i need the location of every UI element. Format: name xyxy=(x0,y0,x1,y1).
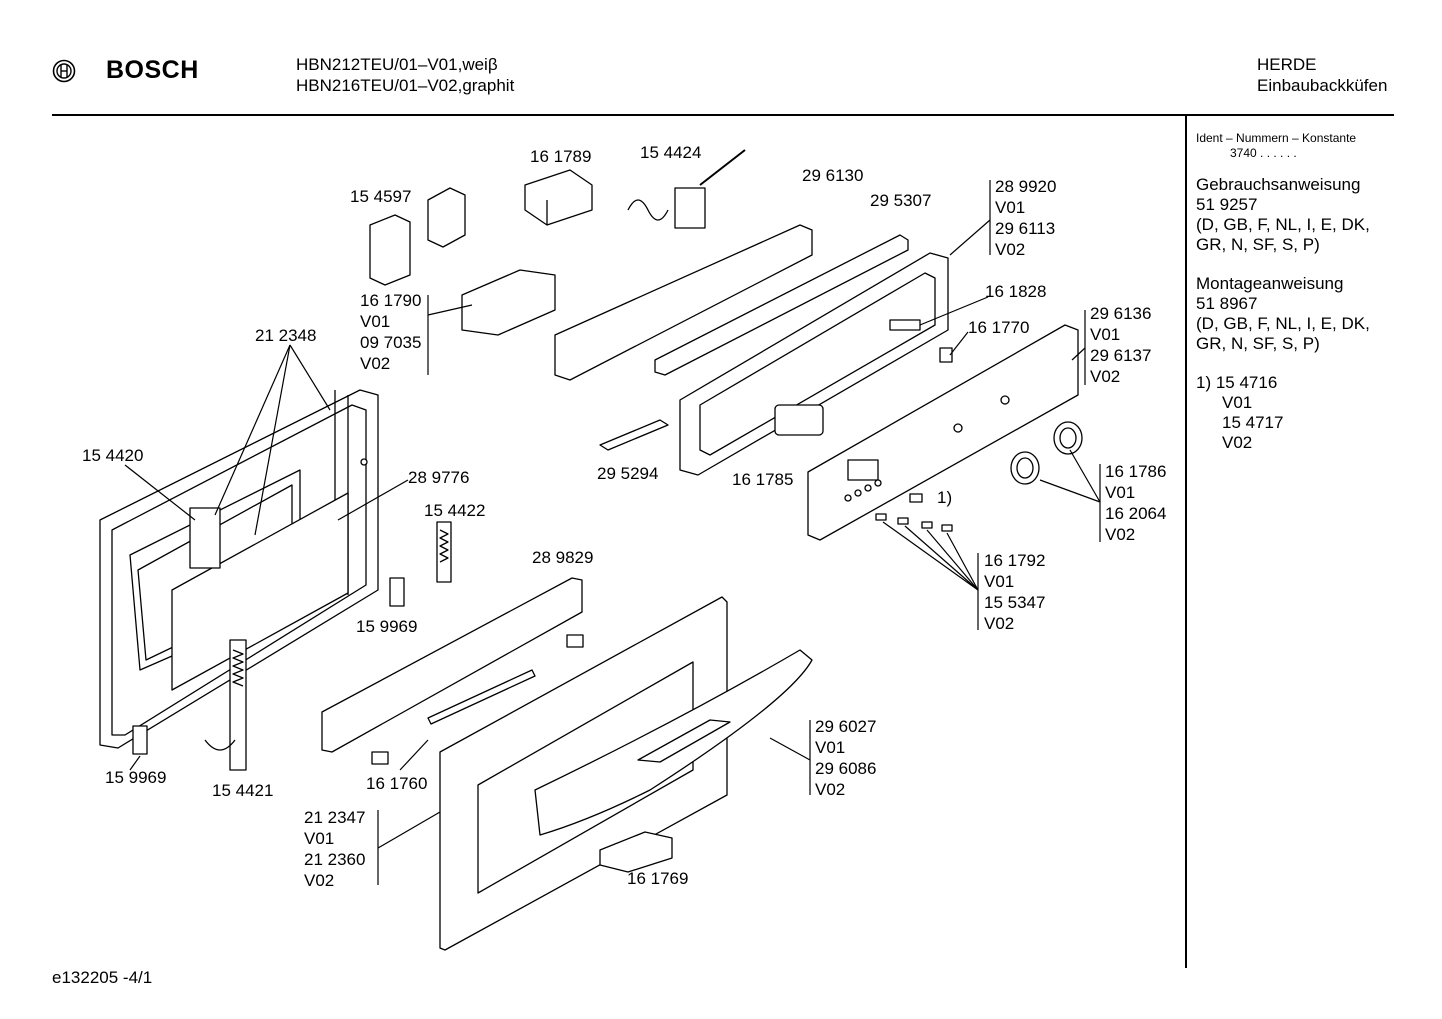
gebrauch-block: Gebrauchsanweisung 51 9257 (D, GB, F, NL… xyxy=(1196,175,1370,255)
hinge-bracket xyxy=(189,507,221,569)
montage-title: Montageanweisung xyxy=(1196,274,1344,293)
label-159969-right: 15 9969 xyxy=(356,617,418,636)
montage-langs-1: (D, GB, F, NL, I, E, DK, xyxy=(1196,314,1370,333)
note-block: 1) 15 4716 V01 15 4717 V02 xyxy=(1196,373,1283,453)
gebrauch-title: Gebrauchsanweisung xyxy=(1196,175,1361,194)
label-154421: 15 4421 xyxy=(212,781,274,800)
label-161789: 16 1789 xyxy=(530,147,592,166)
document-code: e132205 -4/1 xyxy=(52,968,153,987)
category-info: HERDE Einbaubackküfen xyxy=(1257,54,1387,96)
screws xyxy=(875,493,953,532)
hinge-spring-lower xyxy=(204,639,247,771)
model-line-2: HBN216TEU/01–V02,graphit xyxy=(296,76,515,95)
label-154422: 15 4422 xyxy=(424,501,486,520)
control-profile xyxy=(654,234,909,376)
label-161770: 16 1770 xyxy=(968,318,1030,337)
model-info: HBN212TEU/01–V01,weiβ HBN216TEU/01–V02,g… xyxy=(296,54,514,96)
header-divider xyxy=(52,114,1394,116)
label-295294: 29 5294 xyxy=(597,464,659,483)
knob-right xyxy=(1053,421,1083,455)
category-line-1: HERDE xyxy=(1257,55,1317,74)
gebrauch-langs-2: GR, N, SF, S, P) xyxy=(1196,235,1320,254)
gebrauch-number: 51 9257 xyxy=(1196,195,1258,214)
label-159969-left: 15 9969 xyxy=(105,768,167,787)
model-line-1: HBN212TEU/01–V01,weiβ xyxy=(296,55,498,74)
clip-161770 xyxy=(939,347,953,363)
label-161760: 16 1760 xyxy=(366,774,428,793)
label-161769: 16 1769 xyxy=(627,869,689,888)
bosch-emblem-icon xyxy=(52,59,76,82)
montage-langs-2: GR, N, SF, S, P) xyxy=(1196,334,1320,353)
label-212348: 21 2348 xyxy=(255,326,317,345)
label-296130: 29 6130 xyxy=(802,166,864,185)
label-295307: 29 5307 xyxy=(870,191,932,210)
note-line-1: 1) 15 4716 xyxy=(1196,373,1278,392)
spacer-block-left xyxy=(132,725,148,755)
label-289829: 28 9829 xyxy=(532,548,594,567)
control-bracket xyxy=(554,224,813,381)
control-module xyxy=(461,269,556,336)
category-line-2: Einbaubackküfen xyxy=(1257,76,1388,95)
label-154420: 15 4420 xyxy=(82,446,144,465)
bracket-295294 xyxy=(599,419,669,451)
hinge-spring-upper xyxy=(436,521,452,583)
sidebar-divider xyxy=(1185,116,1187,968)
spacer-block-right xyxy=(389,577,405,607)
bosch-logo: BOSCH xyxy=(52,56,199,85)
note-line-2: V01 xyxy=(1222,393,1253,412)
control-fascia xyxy=(807,324,1079,541)
label-154424: 15 4424 xyxy=(640,143,702,162)
ident-title: Ident – Nummern – Konstante xyxy=(1196,131,1357,145)
door-rail xyxy=(321,577,584,765)
montage-number: 51 8967 xyxy=(1196,294,1258,313)
label-154597: 15 4597 xyxy=(350,187,412,206)
label-161828: 16 1828 xyxy=(985,282,1047,301)
panel-frame xyxy=(679,252,949,476)
thermostat xyxy=(627,149,746,229)
label-289776: 28 9776 xyxy=(408,468,470,487)
clip-161828 xyxy=(889,319,921,331)
montage-block: Montageanweisung 51 8967 (D, GB, F, NL, … xyxy=(1196,274,1370,354)
gebrauch-langs-1: (D, GB, F, NL, I, E, DK, xyxy=(1196,215,1370,234)
note-line-4: V02 xyxy=(1222,433,1253,452)
leader-lines xyxy=(124,180,1101,885)
switch-bracket xyxy=(369,187,466,286)
brand-name: BOSCH xyxy=(106,56,199,84)
note-line-3: 15 4717 xyxy=(1222,413,1284,432)
inner-glass-panel xyxy=(171,492,349,691)
door-handle xyxy=(534,649,813,836)
ident-value: 3740 . . . . . . xyxy=(1230,146,1297,160)
handle-clip xyxy=(599,831,673,873)
label-161785: 16 1785 xyxy=(732,470,794,489)
selector-switch xyxy=(524,169,593,226)
label-note-ref: 1) xyxy=(937,488,953,507)
knob-left xyxy=(1010,451,1040,485)
